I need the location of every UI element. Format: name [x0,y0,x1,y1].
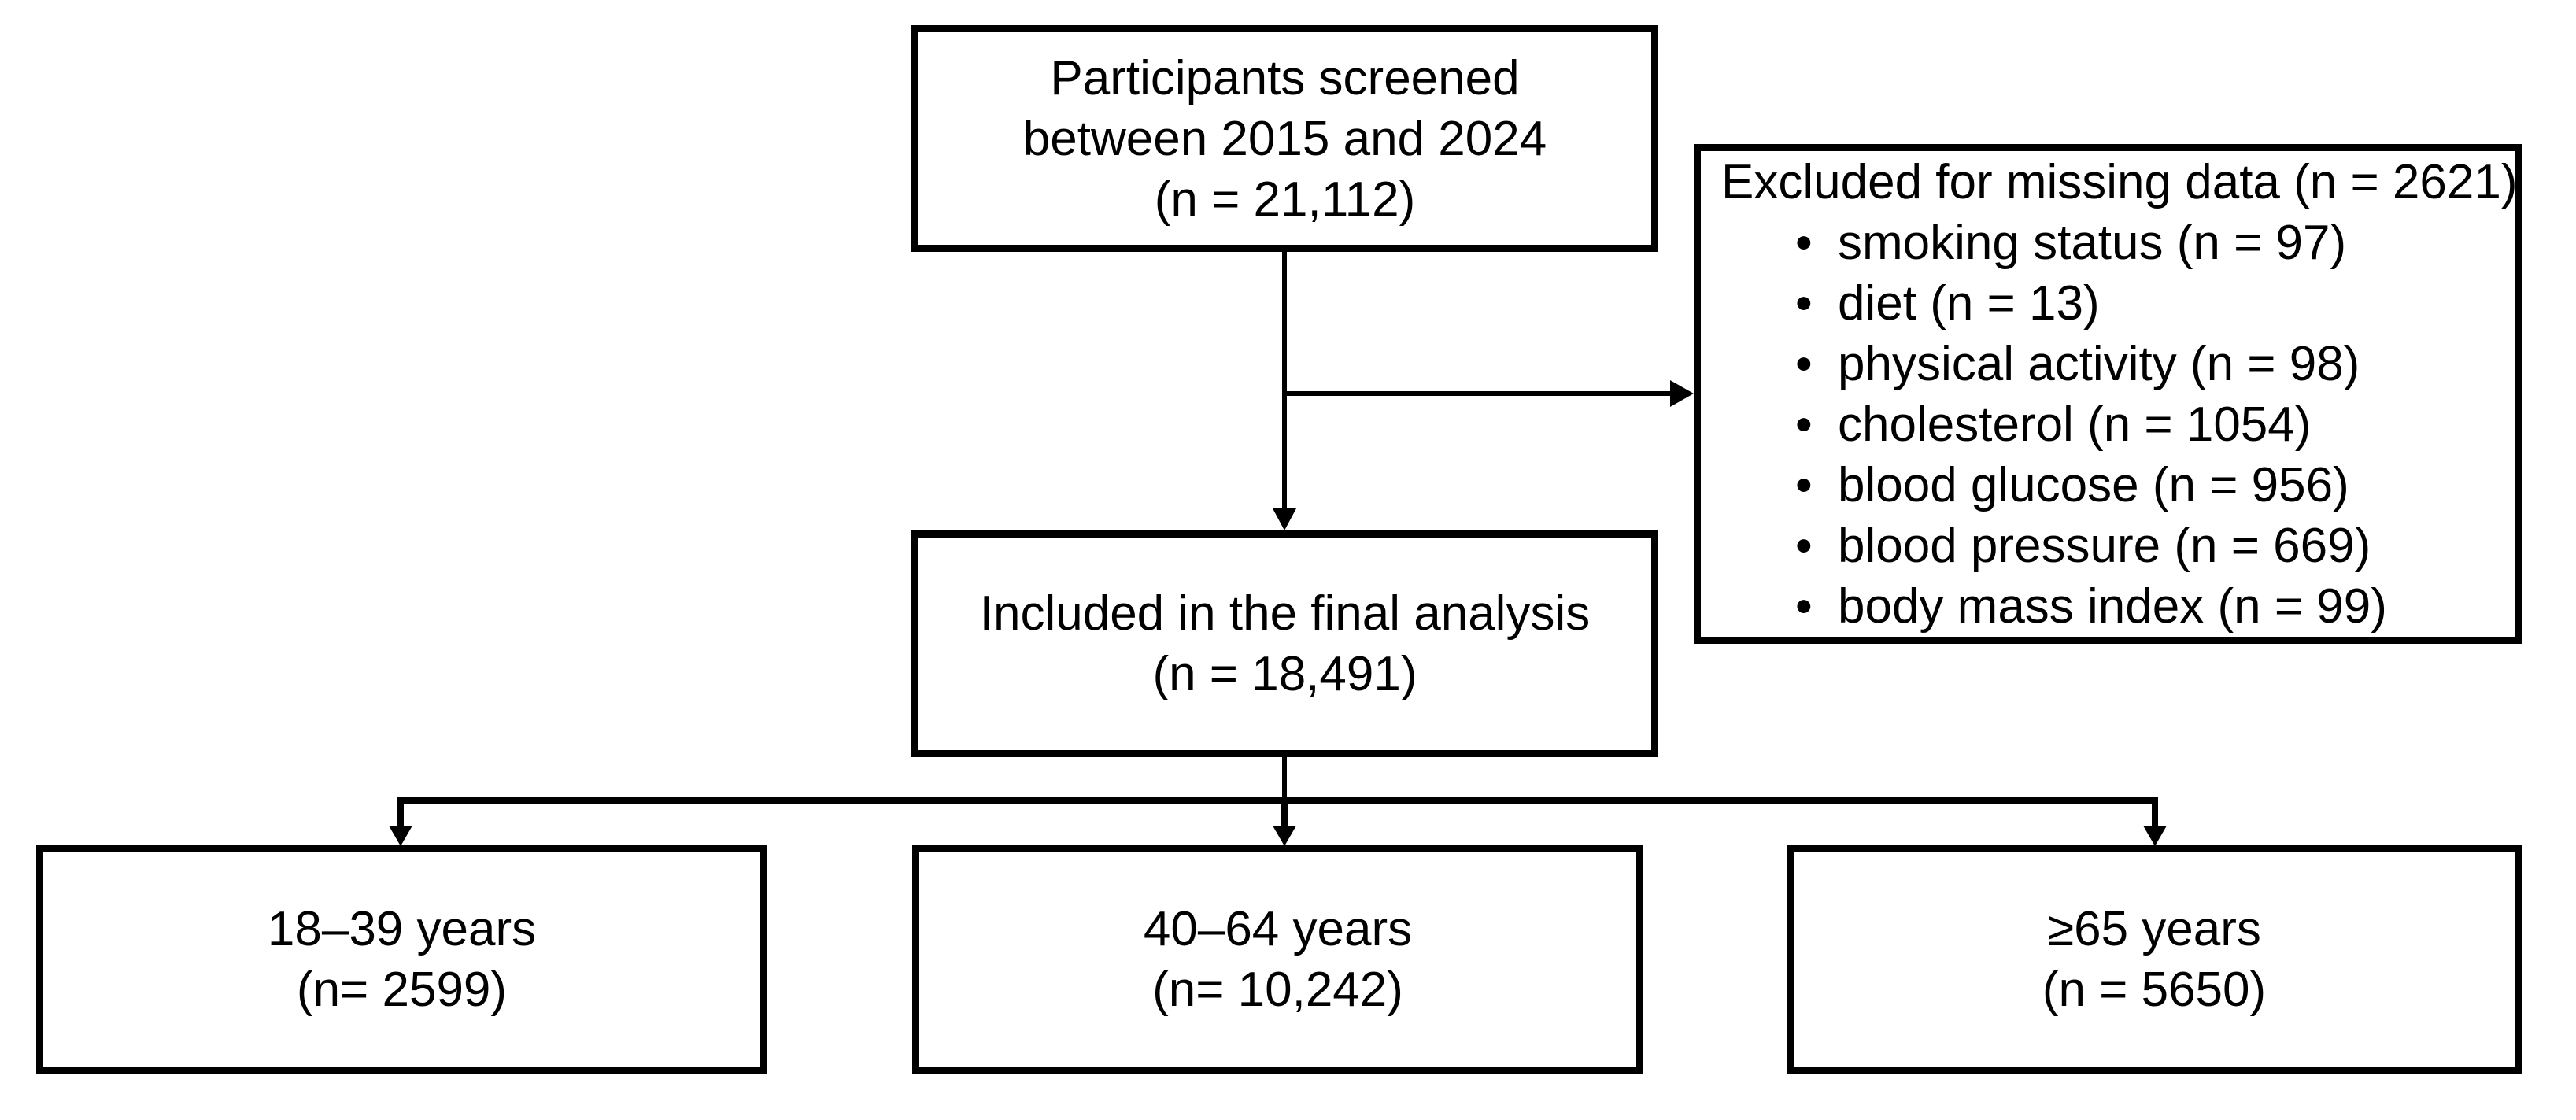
excluded-item-label: smoking status (n = 97) [1838,215,2347,270]
screened-line-1: Participants screened [1050,50,1520,105]
age-box-40-64: 40–64 years (n= 10,242) [912,845,1643,1074]
age-18-39-label: 18–39 years [267,902,537,956]
included-line-1: Included in the final analysis [979,586,1591,641]
bullet-icon: • [1795,215,1813,270]
connector-included-to-branch [1282,757,1287,801]
excluded-item-label: blood pressure (n = 669) [1838,518,2371,573]
excluded-header: Excluded for missing data (n = 2621) [1721,154,2518,209]
excluded-item-label: blood glucose (n = 956) [1838,457,2349,512]
age-65-plus-label: ≥65 years [2047,902,2261,956]
excluded-box: Excluded for missing data (n = 2621) • s… [1694,144,2522,644]
included-box: Included in the final analysis (n = 18,4… [911,530,1658,757]
connector-drop-middle [1281,800,1288,827]
connector-screened-to-included [1282,252,1287,510]
arrowhead-down-icon [2143,826,2167,846]
connector-to-excluded [1282,391,1670,396]
age-40-64-label: 40–64 years [1143,902,1413,956]
excluded-item-blood-pressure: • blood pressure (n = 669) [1701,516,2515,576]
age-box-18-39: 18–39 years (n= 2599) [36,845,767,1074]
age-18-39-count: (n= 2599) [296,963,508,1017]
connector-drop-right [2152,797,2158,827]
excluded-item-physical-activity: • physical activity (n = 98) [1701,334,2515,394]
excluded-item-blood-glucose: • blood glucose (n = 956) [1701,455,2515,516]
excluded-item-body-mass-index: • body mass index (n = 99) [1701,576,2515,637]
arrowhead-down-icon [389,826,412,846]
screened-box: Participants screened between 2015 and 2… [911,25,1658,252]
bullet-icon: • [1795,518,1813,573]
age-40-64-count: (n= 10,242) [1152,963,1403,1017]
arrowhead-right-icon [1670,380,1694,407]
screened-line-2: between 2015 and 2024 [1022,111,1547,166]
bullet-icon: • [1795,397,1813,452]
excluded-item-label: physical activity (n = 98) [1838,336,2360,391]
bullet-icon: • [1795,457,1813,512]
connector-drop-left [397,797,404,827]
excluded-item-smoking: • smoking status (n = 97) [1701,213,2515,273]
age-65-plus-count: (n = 5650) [2042,963,2267,1017]
age-box-65-plus: ≥65 years (n = 5650) [1787,845,2522,1074]
excluded-item-diet: • diet (n = 13) [1701,273,2515,334]
excluded-item-cholesterol: • cholesterol (n = 1054) [1701,394,2515,455]
connector-branch-bar [397,797,2158,804]
arrowhead-down-icon [1273,508,1296,530]
bullet-icon: • [1795,578,1813,634]
excluded-item-label: diet (n = 13) [1838,275,2100,331]
bullet-icon: • [1795,336,1813,391]
bullet-icon: • [1795,275,1813,331]
excluded-item-label: body mass index (n = 99) [1838,578,2387,634]
excluded-item-label: cholesterol (n = 1054) [1838,397,2312,452]
screened-count: (n = 21,112) [1154,172,1416,227]
included-count: (n = 18,491) [1152,647,1417,701]
arrowhead-down-icon [1273,826,1296,846]
